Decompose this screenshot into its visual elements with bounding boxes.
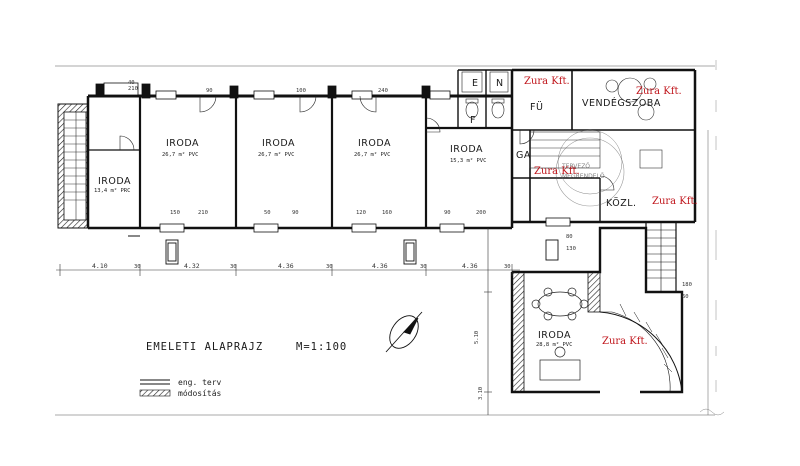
- left-stair-block: [57, 103, 89, 229]
- room-labels: IRODA 13,4 m² PRC IRODA 26,7 m² PVC IROD…: [94, 78, 661, 348]
- bottom-windows: [159, 217, 571, 233]
- room-area-iroda-3: 26,7 m² PVC: [354, 151, 390, 158]
- margin-marks: [699, 60, 725, 416]
- room-label-ga: GA: [516, 150, 531, 161]
- room-label-vendegszoba: VENDÉGSZOBA: [582, 97, 661, 109]
- room-label-iroda-a: IRODA: [98, 176, 131, 187]
- dim-open-15: 180: [682, 282, 692, 288]
- room-area-iroda-2: 26,7 m² PVC: [258, 151, 294, 158]
- watermark-0: Zura Kft.: [524, 76, 570, 87]
- big-office-furniture: [531, 287, 589, 381]
- plan-title: EMELETI ALAPRAJZ: [146, 341, 263, 353]
- dim-open-1: 210: [128, 86, 138, 92]
- dim-right-0: 5.10: [474, 331, 480, 344]
- wc-fixtures: [461, 71, 509, 119]
- dim-bottom-5: 30: [326, 264, 333, 270]
- dim-open-0: 40: [128, 80, 135, 86]
- dim-open-14: 130: [566, 246, 576, 252]
- room-label-iroda-1: IRODA: [166, 138, 199, 149]
- fixture-label-f: F: [470, 115, 476, 126]
- room-label-fu: FÜ: [530, 102, 543, 113]
- dim-open-4: 240: [378, 88, 388, 94]
- legend-label-1: módosítás: [178, 388, 222, 398]
- dimension-labels: 4.10 30 4.32 30 4.36 30 4.36 30 4.36 30 …: [92, 80, 692, 400]
- dim-bottom-4: 4.36: [278, 262, 294, 270]
- north-arrow: [385, 311, 423, 353]
- watermark-4: Zura Kft.: [602, 336, 648, 347]
- fixture-label-e: E: [472, 78, 479, 89]
- stamp-line-1: MEGRENDELŐ: [562, 173, 605, 180]
- room-area-iroda-1: 26,7 m² PVC: [162, 151, 198, 158]
- dim-right-1: 3.10: [478, 387, 484, 400]
- dim-bottom-7: 30: [420, 264, 427, 270]
- radiators: [165, 239, 559, 265]
- room-area-iroda-big: 28,8 m² PVC: [536, 341, 572, 348]
- top-windows: [95, 82, 451, 100]
- dim-bottom-1: 30: [134, 264, 141, 270]
- room-label-iroda-4: IRODA: [450, 144, 483, 155]
- legend-swatch-1: [139, 389, 171, 397]
- dim-open-16: 60: [682, 294, 689, 300]
- dimension-line: [56, 130, 709, 415]
- room-label-iroda-2: IRODA: [262, 138, 295, 149]
- watermark-2: Zura Kft.: [534, 166, 580, 177]
- dim-bottom-8: 4.36: [462, 262, 478, 270]
- dim-open-12: 200: [476, 210, 486, 216]
- room-label-iroda-big: IRODA: [538, 330, 571, 341]
- lower-wing: [510, 226, 684, 394]
- dim-open-9: 120: [356, 210, 366, 216]
- fixture-label-n: N: [496, 78, 504, 89]
- stamp-line-0: TERVEZŐ: [561, 163, 590, 170]
- room-area-iroda-a: 13,4 m² PRC: [94, 187, 130, 194]
- dim-bottom-6: 4.36: [372, 262, 388, 270]
- dim-open-13: 80: [566, 234, 573, 240]
- partitions: [88, 69, 695, 228]
- plan-scale: M=1:100: [296, 341, 347, 353]
- title-block: EMELETI ALAPRAJZ M=1:100 eng. terv módos…: [139, 341, 347, 398]
- room-label-iroda-3: IRODA: [358, 138, 391, 149]
- dim-open-5: 150: [170, 210, 180, 216]
- watermark-1: Zura Kft.: [636, 86, 682, 97]
- watermark-3: Zura Kft.: [652, 196, 698, 207]
- dim-open-8: 90: [292, 210, 299, 216]
- dim-open-3: 100: [296, 88, 306, 94]
- dim-bottom-2: 4.32: [184, 262, 200, 270]
- dim-open-10: 160: [382, 210, 392, 216]
- dim-open-7: 50: [264, 210, 271, 216]
- room-area-iroda-4: 15,3 m² PVC: [450, 157, 486, 164]
- dim-bottom-0: 4.10: [92, 262, 108, 270]
- dim-open-2: 90: [206, 88, 213, 94]
- dim-open-6: 210: [198, 210, 208, 216]
- room-label-kozl: KÖZL.: [606, 198, 637, 209]
- dim-bottom-9: 30: [504, 264, 511, 270]
- watermarks: Zura Kft. Zura Kft. Zura Kft. Zura Kft. …: [524, 76, 698, 347]
- guestroom-furniture: [529, 77, 663, 195]
- legend-label-0: eng. terv: [178, 378, 222, 387]
- dim-open-11: 90: [444, 210, 451, 216]
- dim-bottom-3: 30: [230, 264, 237, 270]
- stamp: TERVEZŐ MEGRENDELŐ: [555, 137, 625, 207]
